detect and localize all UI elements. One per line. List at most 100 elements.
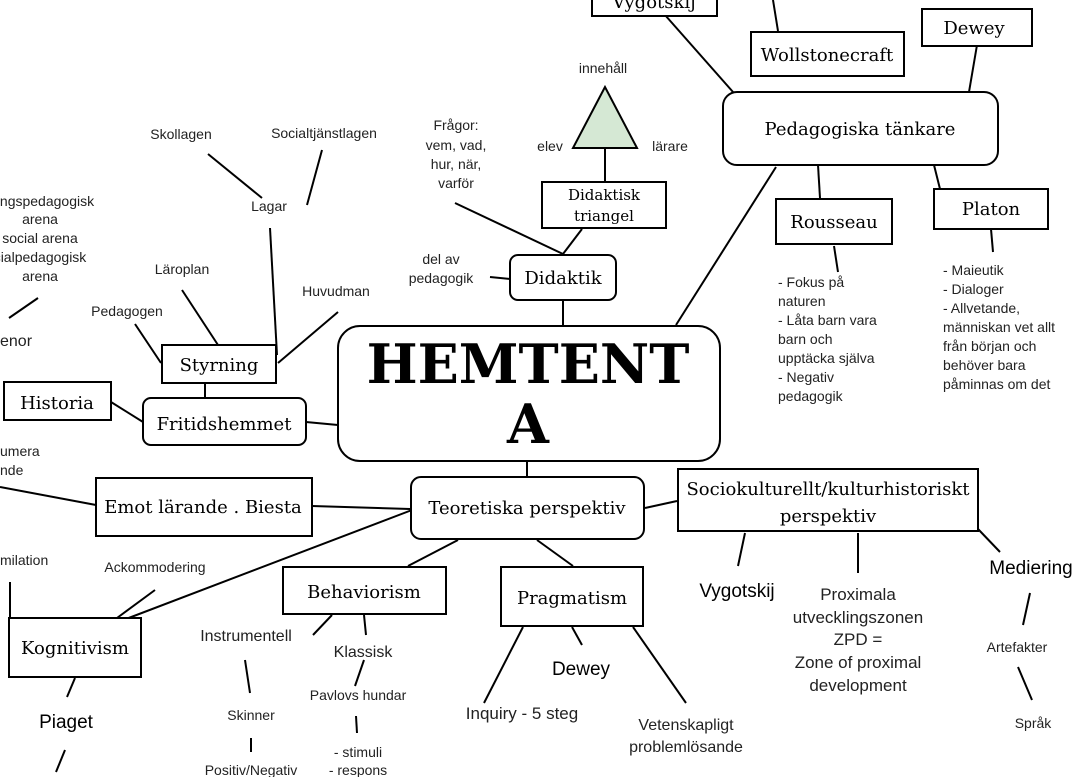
didaktisk-triangel-box xyxy=(541,181,667,229)
platon-note-4: människan vet allt xyxy=(943,319,1055,335)
dewey-top-label: Dewey xyxy=(943,18,1005,39)
klassisk-label: Klassisk xyxy=(334,644,394,661)
vygotskij-top-box xyxy=(591,0,718,17)
rousseau-note-4: barn och xyxy=(778,331,832,347)
positiv-negativ-label: Positiv/Negativ xyxy=(205,762,298,777)
proximala-notes: Proximala utvecklingszonen ZPD = Zone of… xyxy=(793,585,923,695)
wollstonecraft-box xyxy=(750,31,905,77)
rousseau-note-2: naturen xyxy=(778,293,825,309)
rousseau-note-6: - Negativ xyxy=(778,369,834,385)
teoretiska-perspektiv-label: Teoretiska perspektiv xyxy=(428,498,626,519)
pavlovs-label: Pavlovs hundar xyxy=(310,687,407,703)
artefakter-label: Artefakter xyxy=(987,639,1048,655)
center-node-box xyxy=(337,325,721,462)
didactic-triangle-icon xyxy=(571,84,639,149)
proximala-line-4: Zone of proximal xyxy=(795,653,922,672)
skollagen-label: Skollagen xyxy=(150,126,212,142)
pragmatism-box xyxy=(500,566,644,627)
sociokulturellt-line1: Sociokulturellt/kulturhistoriskt xyxy=(686,479,970,500)
platon-note-7: påminnas om det xyxy=(943,376,1051,392)
vetenskapligt-line1: Vetenskapligt xyxy=(638,717,734,734)
didaktisk-triangel-line2: triangel xyxy=(574,207,634,225)
vygotskij-bottom-label: Vygotskij xyxy=(699,581,774,602)
pedagogiska-tankare-box xyxy=(722,91,999,166)
del-av-line1: del av xyxy=(422,251,459,267)
sociokulturellt-line2: perspektiv xyxy=(780,506,877,527)
triangle-left-label: elev xyxy=(537,138,563,154)
fritidshemmet-box xyxy=(142,397,307,446)
emot-larande-label: Emot lärande . Biesta xyxy=(104,497,302,518)
didaktik-label: Didaktik xyxy=(524,268,602,289)
wollstonecraft-label: Wollstonecraft xyxy=(761,45,894,66)
platon-note-6: behöver bara xyxy=(943,357,1026,373)
platon-label: Platon xyxy=(962,199,1021,220)
pedagogiska-tankare-label: Pedagogiska tänkare xyxy=(765,119,956,140)
arena-notes: lningspedagogisk arena social arena cial… xyxy=(0,193,95,284)
historia-box xyxy=(3,381,112,421)
sprak-label: Språk xyxy=(1015,715,1053,731)
fragor-line4: varför xyxy=(438,175,474,191)
center-title-line2: A xyxy=(506,392,550,456)
triangle-top-label: innehåll xyxy=(579,60,627,76)
arena-line-5: arena xyxy=(22,268,58,284)
dewey-bottom-label: Dewey xyxy=(552,659,611,680)
center-title-line1: HEMTENT xyxy=(367,332,690,396)
didaktisk-triangel-line1: Didaktisk xyxy=(568,186,641,204)
proximala-line-3: ZPD = xyxy=(834,630,883,649)
platon-note-2: - Dialoger xyxy=(943,281,1004,297)
vygotskij-top-label: Vygotskij xyxy=(611,0,696,13)
fragor-line1: Frågor: xyxy=(433,117,478,133)
socialtjanstlagen-label: Socialtjänstlagen xyxy=(271,125,377,141)
sociokulturellt-box xyxy=(677,468,979,532)
fritidshemmet-label: Fritidshemmet xyxy=(157,414,293,435)
styrning-box xyxy=(161,344,277,384)
umera-line1: umera xyxy=(0,443,40,459)
piaget-label: Piaget xyxy=(39,712,94,733)
ackommodering-label: Ackommodering xyxy=(104,559,205,575)
emot-larande-box xyxy=(95,477,313,537)
platon-notes: - Maieutik - Dialoger - Allvetande, männ… xyxy=(943,262,1055,392)
rousseau-box xyxy=(775,198,893,245)
fragor-line2: vem, vad, xyxy=(426,137,487,153)
rousseau-note-1: - Fokus på xyxy=(778,274,844,290)
umera-line2: nde xyxy=(0,462,24,478)
behaviorism-box xyxy=(282,566,447,615)
proximala-line-2: utvecklingszonen xyxy=(793,608,923,627)
dewey-top-box xyxy=(921,8,1033,47)
kognitivism-box xyxy=(8,617,142,678)
stimuli-line1: - stimuli xyxy=(334,744,382,760)
arena-line-3: social arena xyxy=(2,230,78,246)
laroplan-label: Läroplan xyxy=(155,261,210,277)
kognitivism-label: Kognitivism xyxy=(21,638,129,659)
del-av-line2: pedagogik xyxy=(409,270,475,286)
proximala-line-1: Proximala xyxy=(820,585,896,604)
fragor-line3: hur, när, xyxy=(431,156,482,172)
pragmatism-label: Pragmatism xyxy=(517,588,627,609)
triangle-right-label: lärare xyxy=(652,138,688,154)
rousseau-note-5: upptäcka själva xyxy=(778,350,875,366)
platon-box xyxy=(933,188,1049,230)
platon-note-3: - Allvetande, xyxy=(943,300,1020,316)
arena-line-1: lningspedagogisk xyxy=(0,193,95,209)
rousseau-note-3: - Låta barn vara xyxy=(778,312,877,328)
enor-label: enor xyxy=(0,333,33,350)
rousseau-label: Rousseau xyxy=(790,212,877,233)
arena-line-4: cialpedagogisk xyxy=(0,249,87,265)
inquiry-label: Inquiry - 5 steg xyxy=(466,704,578,723)
assimilation-label: milation xyxy=(0,552,48,568)
arena-line-2: arena xyxy=(22,211,58,227)
platon-note-1: - Maieutik xyxy=(943,262,1005,278)
styrning-label: Styrning xyxy=(180,355,259,376)
vetenskapligt-line2: problemlösande xyxy=(629,739,743,756)
teoretiska-perspektiv-box xyxy=(410,476,645,540)
huvudman-label: Huvudman xyxy=(302,283,370,299)
mediering-label: Mediering xyxy=(989,558,1072,579)
rousseau-notes: - Fokus på naturen - Låta barn vara barn… xyxy=(778,274,877,404)
stimuli-line2: - respons xyxy=(329,762,387,777)
instrumentell-label: Instrumentell xyxy=(200,628,292,645)
behaviorism-label: Behaviorism xyxy=(307,582,421,603)
skinner-label: Skinner xyxy=(227,707,275,723)
didaktik-box xyxy=(509,254,617,301)
rousseau-note-7: pedagogik xyxy=(778,388,844,404)
